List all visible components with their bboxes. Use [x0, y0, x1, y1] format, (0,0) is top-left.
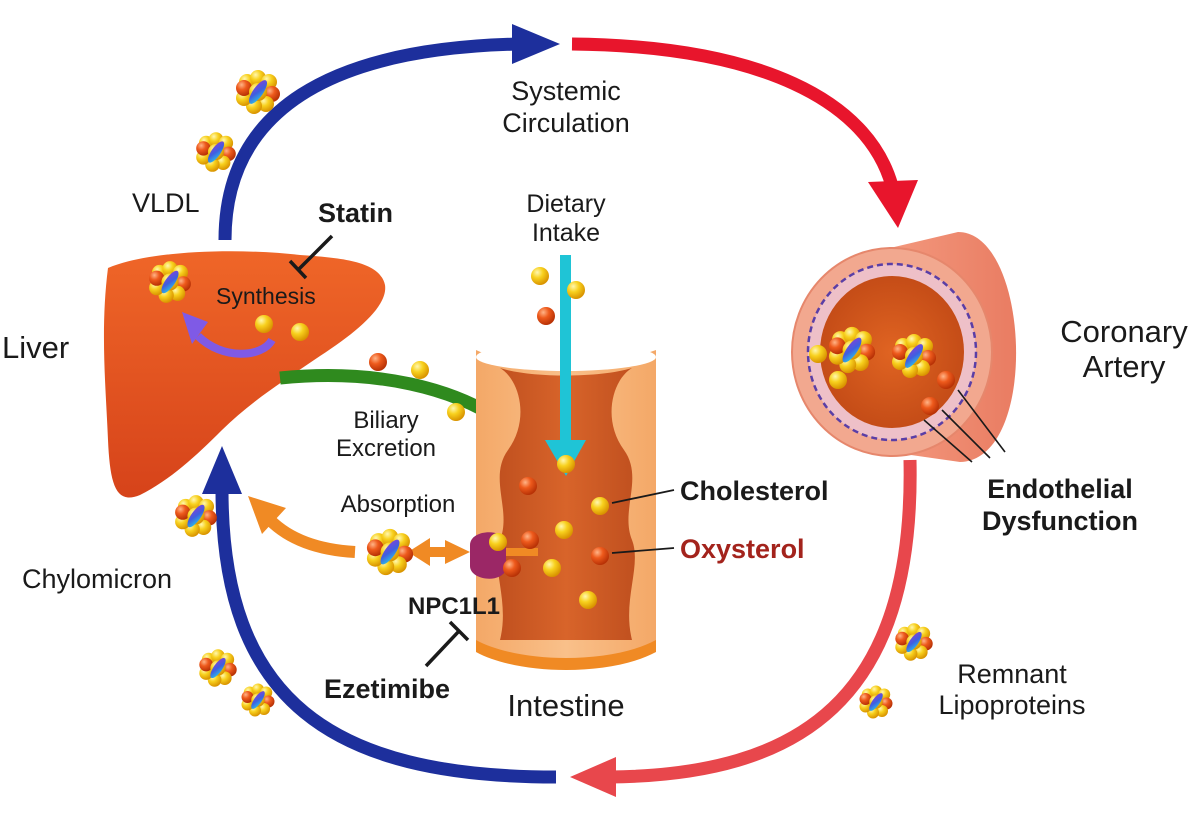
- label-oxysterol: Oxysterol: [680, 534, 805, 564]
- label-coronary-artery-2: Artery: [1083, 349, 1166, 384]
- oxysterol-particle: [521, 531, 539, 549]
- cholesterol-particle: [591, 497, 609, 515]
- label-chylomicron: Chylomicron: [22, 564, 172, 594]
- vldl-systemic-arrow: [218, 37, 521, 241]
- lipoprotein-cluster: [175, 495, 217, 537]
- lipoprotein-cluster: [199, 649, 237, 687]
- absorption-arrowhead: [248, 496, 286, 534]
- cholesterol-particle: [555, 521, 573, 539]
- cholesterol-particle: [829, 371, 847, 389]
- label-ezetimibe: Ezetimibe: [324, 674, 450, 704]
- oxysterol-particle: [921, 397, 939, 415]
- oxysterol-particle: [937, 371, 955, 389]
- lipoprotein-cluster: [895, 623, 933, 661]
- cholesterol-particle: [809, 345, 827, 363]
- cholesterol-particle: [579, 591, 597, 609]
- npc1l1-out-arrowhead: [408, 538, 430, 566]
- oxysterol-particle: [519, 477, 537, 495]
- sterol-particles: [255, 267, 955, 609]
- intestine-organ: [476, 343, 656, 670]
- label-remnant-lipoproteins-2: Lipoproteins: [938, 690, 1085, 720]
- label-systemic-circulation-1: Systemic: [511, 76, 621, 106]
- return-to-liver-arrow: [215, 489, 557, 784]
- remnant-arrowhead: [570, 757, 616, 797]
- label-intestine: Intestine: [507, 688, 624, 723]
- systemic-circulation-arrow: [571, 37, 899, 188]
- liver-organ: [103, 251, 386, 498]
- cholesterol-particle: [531, 267, 549, 285]
- return-arrowhead: [202, 446, 242, 494]
- oxysterol-particle: [537, 307, 555, 325]
- oxysterol-particle: [591, 547, 609, 565]
- cholesterol-particle: [411, 361, 429, 379]
- label-remnant-lipoproteins-1: Remnant: [957, 659, 1067, 689]
- label-absorption: Absorption: [341, 491, 456, 518]
- label-endothelial-dysfunction-2: Dysfunction: [982, 506, 1138, 536]
- label-biliary-excretion-2: Excretion: [336, 435, 436, 462]
- label-cholesterol: Cholesterol: [680, 476, 829, 506]
- synthesis-arrow: [195, 333, 276, 358]
- cholesterol-particle: [291, 323, 309, 341]
- vldl-arrowhead: [512, 24, 560, 64]
- npc1l1-arrowhead: [445, 540, 470, 564]
- label-dietary-intake-1: Dietary: [526, 190, 606, 218]
- intestine-inner-wall: [497, 368, 635, 640]
- lipoprotein-cluster: [241, 683, 275, 717]
- lipoprotein-cluster: [149, 261, 191, 303]
- lipoprotein-cluster: [859, 685, 893, 719]
- statin-inhibitor-line: [296, 234, 334, 272]
- dietary-intake-arrow-shaft: [560, 255, 571, 445]
- lipoprotein-cluster: [892, 334, 936, 378]
- cholesterol-particle: [489, 533, 507, 551]
- lipoprotein-particles: [149, 70, 936, 719]
- label-synthesis: Synthesis: [216, 283, 316, 309]
- cholesterol-particle: [567, 281, 585, 299]
- cholesterol-particle: [255, 315, 273, 333]
- label-dietary-intake-2: Intake: [532, 219, 600, 247]
- label-coronary-artery-1: Coronary: [1060, 314, 1188, 349]
- synthesis-arrowhead: [182, 312, 208, 344]
- npc1l1-arrow-shaft: [506, 548, 538, 556]
- label-biliary-excretion-1: Biliary: [353, 407, 418, 434]
- endothelial-pointer-1: [923, 419, 973, 463]
- lipoprotein-cluster: [236, 70, 280, 114]
- intestine-bottom-rim: [476, 640, 656, 670]
- npc1l1-arrow-shaft-outer: [424, 547, 448, 557]
- label-statin: Statin: [318, 198, 393, 228]
- ezetimibe-inhibitor-bar: [448, 620, 470, 642]
- oxysterol-pointer: [611, 547, 675, 554]
- remnant-arrow: [609, 459, 917, 784]
- lipoprotein-cluster: [196, 132, 236, 172]
- statin-inhibitor-bar: [288, 259, 308, 280]
- ezetimibe-inhibitor-line: [424, 628, 462, 668]
- cholesterol-particle: [543, 559, 561, 577]
- label-systemic-circulation-2: Circulation: [502, 108, 630, 138]
- systemic-arrowhead: [868, 180, 918, 228]
- endothelial-pointer-2: [941, 409, 991, 459]
- cholesterol-pointer: [611, 489, 675, 504]
- cholesterol-particle: [447, 403, 465, 421]
- label-vldl: VLDL: [132, 188, 200, 218]
- label-endothelial-dysfunction-1: Endothelial: [987, 474, 1133, 504]
- oxysterol-particle: [503, 559, 521, 577]
- endothelial-pointer-3: [957, 389, 1006, 453]
- absorption-arrow: [265, 515, 356, 558]
- lipoprotein-cluster: [366, 528, 414, 576]
- lipoprotein-cluster: [828, 326, 876, 374]
- label-npc1l1: NPC1L1: [408, 593, 500, 620]
- cholesterol-particle: [557, 455, 575, 473]
- label-liver: Liver: [2, 330, 69, 365]
- oxysterol-particle: [369, 353, 387, 371]
